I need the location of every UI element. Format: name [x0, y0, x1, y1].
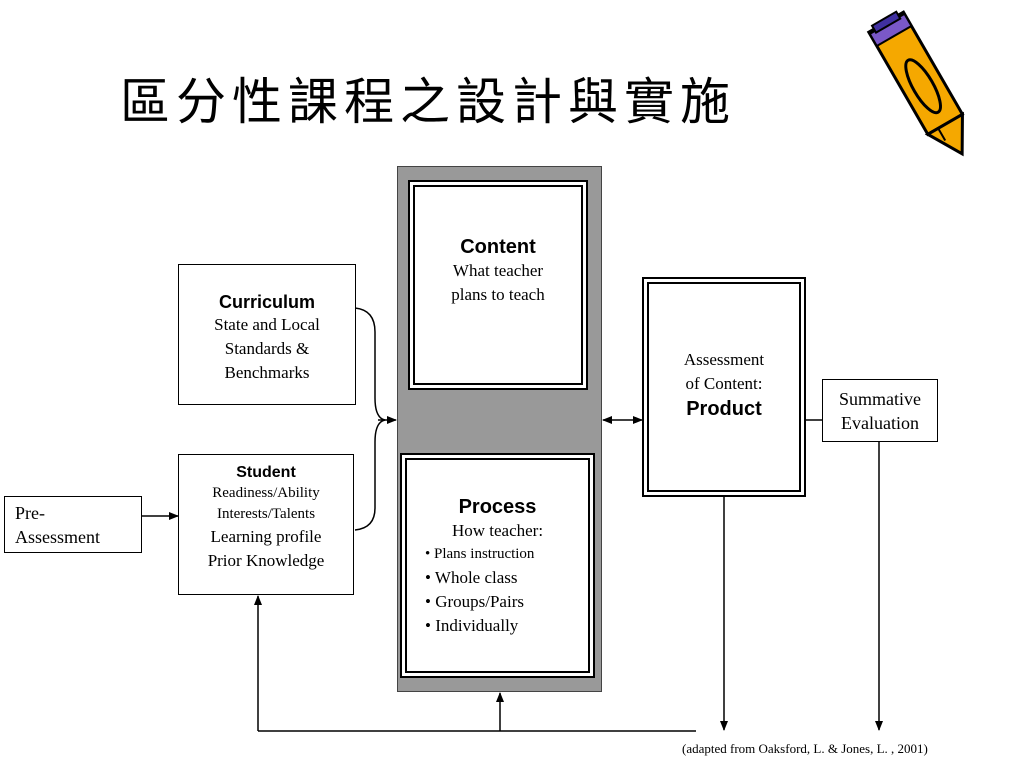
pencil-icon [866, 10, 965, 157]
page-title: 區分性課程之設計與實施 [120, 73, 736, 131]
curriculum-line: Benchmarks [224, 363, 310, 382]
pre-assessment-line: Assessment [15, 527, 100, 547]
assessment-line: of Content: [685, 374, 763, 393]
process-bullet: Groups/Pairs [425, 590, 588, 614]
citation-text: (adapted from Oaksford, L. & Jones, L. ,… [682, 741, 928, 756]
pre-assessment-line: Pre- [15, 503, 45, 523]
process-heading: Process [458, 496, 537, 518]
process-bullet: Whole class [425, 566, 588, 590]
summative-line: Summative [839, 389, 921, 409]
curriculum-line: Standards & [224, 339, 310, 358]
process-bullet: Plans instruction [425, 542, 588, 566]
summative-box: Summative Evaluation [822, 379, 938, 442]
content-line: plans to teach [451, 285, 545, 304]
summative-line: Evaluation [841, 413, 919, 433]
curriculum-heading: Curriculum [218, 292, 315, 312]
student-box: Student Readiness/Ability Interests/Tale… [178, 454, 354, 595]
student-line: Learning profile [210, 527, 322, 546]
assessment-line: Assessment [683, 350, 765, 369]
curriculum-box: Curriculum State and Local Standards & B… [178, 264, 356, 405]
content-heading: Content [460, 236, 536, 258]
assessment-box: Assessment of Content: Product [642, 277, 806, 497]
bracket [354, 307, 386, 531]
process-box: Process How teacher: Plans instruction W… [400, 453, 595, 678]
student-heading: Student [236, 464, 296, 481]
process-bullet-list: Plans instruction Whole class Groups/Pai… [407, 542, 588, 638]
content-line: What teacher [452, 261, 544, 280]
student-line: Prior Knowledge [207, 551, 325, 570]
curriculum-line: State and Local [214, 315, 320, 334]
student-line: Interests/Talents [216, 506, 316, 522]
pre-assessment-box: Pre- Assessment [4, 496, 142, 553]
content-box: Content What teacher plans to teach [408, 180, 588, 390]
process-subheading: How teacher: [451, 521, 544, 540]
assessment-heading: Product [686, 398, 762, 420]
student-line: Readiness/Ability [212, 485, 320, 501]
process-bullet: Individually [425, 614, 588, 638]
